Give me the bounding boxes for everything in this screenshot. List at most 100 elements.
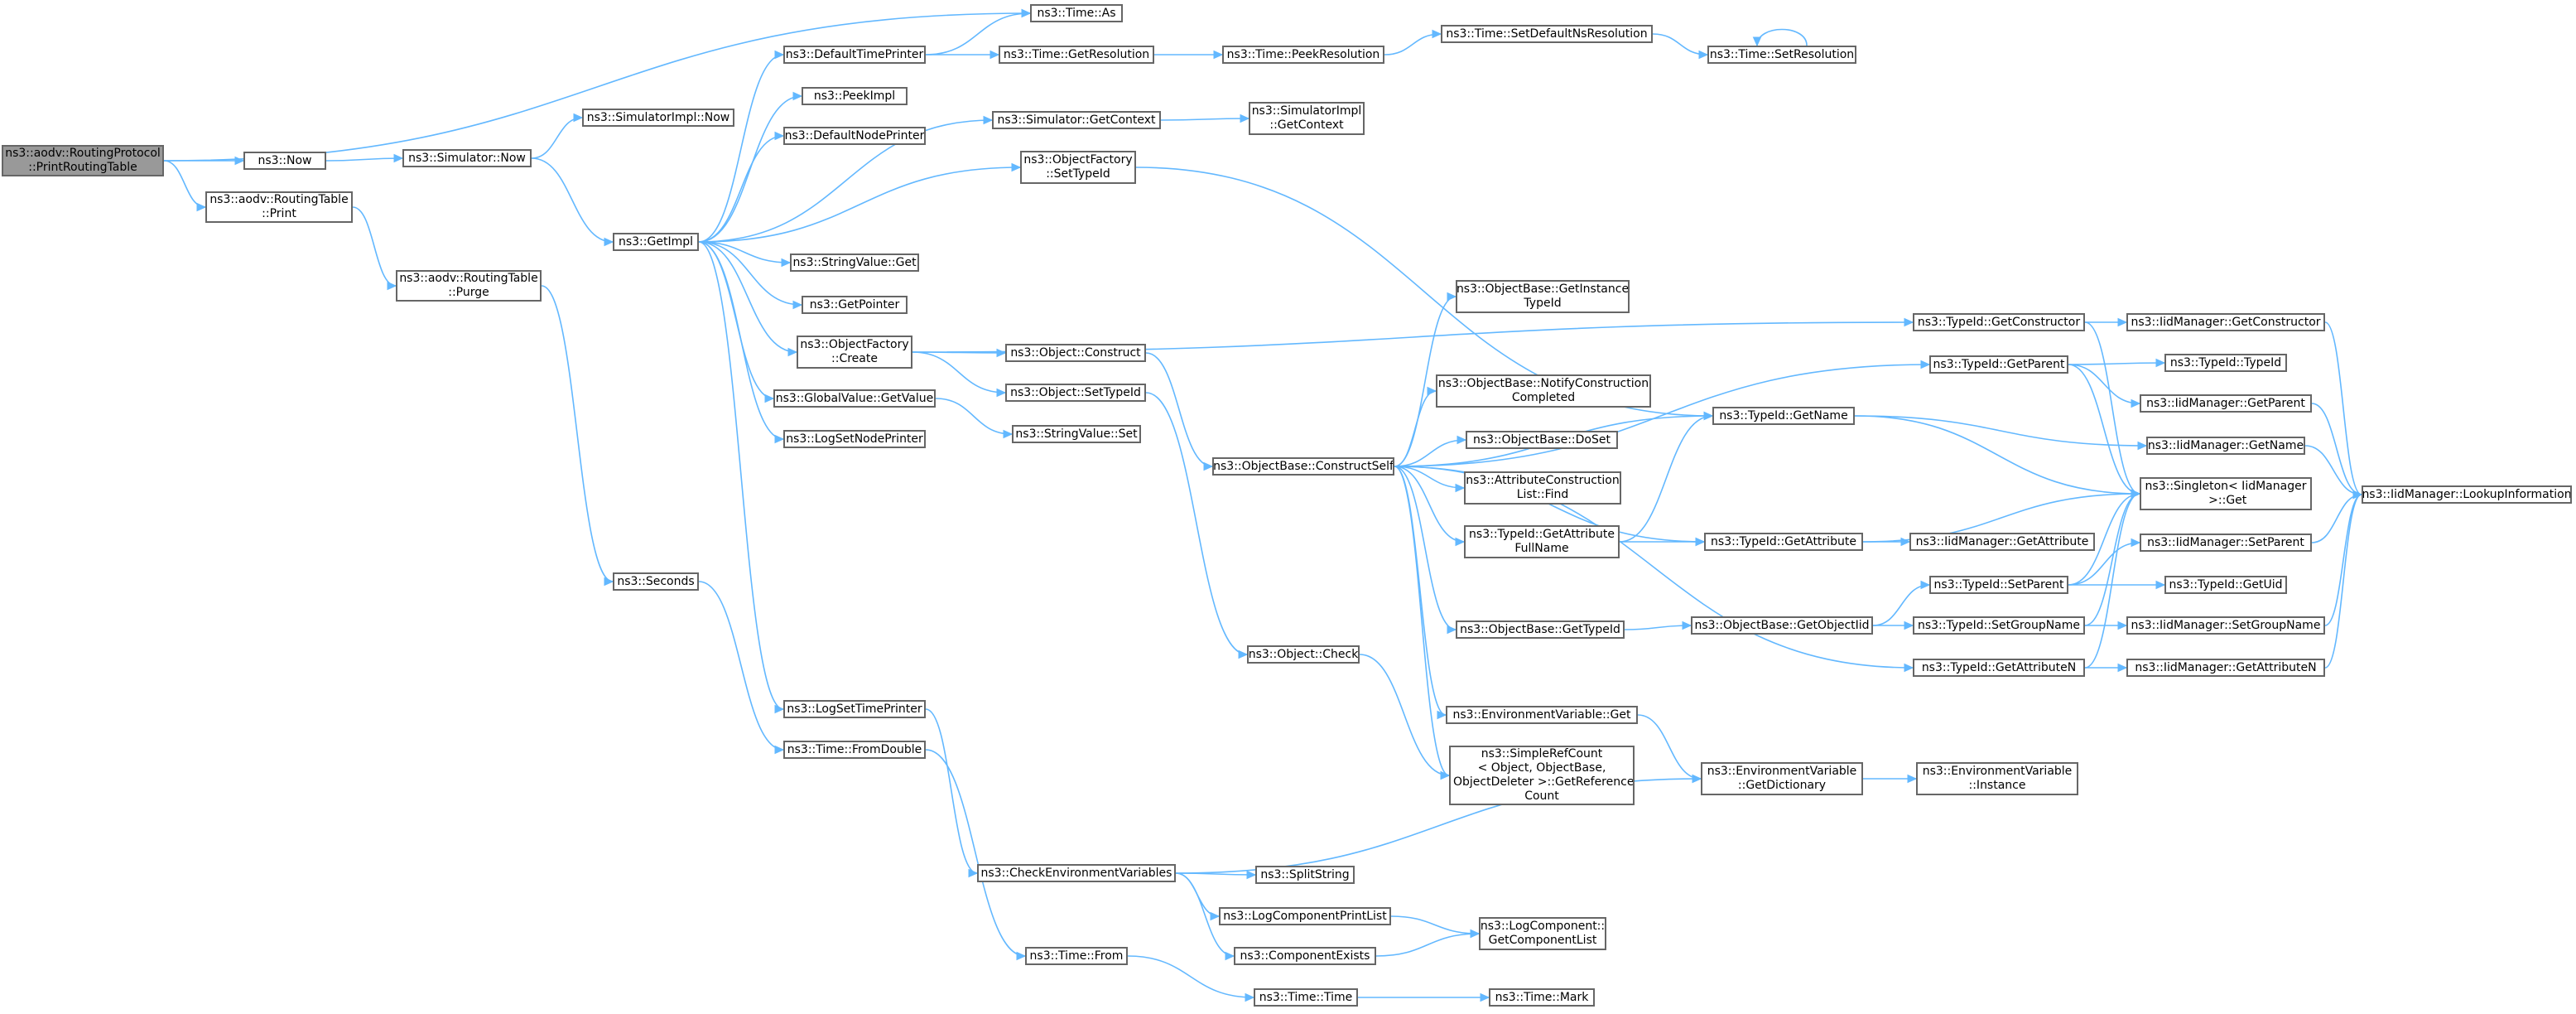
node-split-string[interactable]: ns3::SplitString xyxy=(1255,866,1355,884)
node-object-factory-set-type-id[interactable]: ns3::ObjectFactory ::SetTypeId xyxy=(1020,151,1136,184)
edge-object-factory-create-to-object-set-type-id xyxy=(912,351,1006,394)
node-iid-manager-get-constructor[interactable]: ns3::IidManager::GetConstructor xyxy=(2126,313,2325,331)
edge-simulator-get-context-to-simulator-impl-get-context xyxy=(1160,118,1249,121)
node-log-component-get-component-list[interactable]: ns3::LogComponent:: GetComponentList xyxy=(1479,917,1606,950)
node-singleton-iid-manager-get[interactable]: ns3::Singleton< IidManager >::Get xyxy=(2140,477,2312,510)
node-time-peek-resolution[interactable]: ns3::Time::PeekResolution xyxy=(1222,46,1384,64)
node-type-id-get-parent[interactable]: ns3::TypeId::GetParent xyxy=(1929,355,2068,374)
node-type-id-set-group-name[interactable]: ns3::TypeId::SetGroupName xyxy=(1913,616,2085,635)
node-type-id-get-attribute[interactable]: ns3::TypeId::GetAttribute xyxy=(1704,533,1863,551)
edge-object-base-construct-self-to-type-id-get-attribute-n-arrowhead xyxy=(1904,663,1914,673)
node-type-id-type-id[interactable]: ns3::TypeId::TypeId xyxy=(2164,354,2287,372)
edge-object-base-construct-self-to-object-base-do-set xyxy=(1394,439,1466,467)
node-environment-variable-get[interactable]: ns3::EnvironmentVariable::Get xyxy=(1446,706,1638,724)
edge-simulator-get-context-to-simulator-impl-get-context-arrowhead xyxy=(1240,113,1250,123)
node-string-value-set[interactable]: ns3::StringValue::Set xyxy=(1012,425,1141,443)
edge-type-id-get-attribute-full-name-to-type-id-get-name xyxy=(1619,415,1713,543)
node-rt-purge[interactable]: ns3::aodv::RoutingTable ::Purge xyxy=(396,270,542,302)
node-time-from-double[interactable]: ns3::Time::FromDouble xyxy=(783,741,926,759)
node-object-base-get-type-id[interactable]: ns3::ObjectBase::GetTypeId xyxy=(1456,620,1625,639)
node-time-from[interactable]: ns3::Time::From xyxy=(1025,947,1128,965)
node-now[interactable]: ns3::Now xyxy=(243,152,326,170)
node-get-pointer[interactable]: ns3::GetPointer xyxy=(802,296,908,314)
edge-rt-print-to-rt-purge-arrowhead xyxy=(387,281,397,291)
edge-log-set-time-printer-to-check-environment-variables-arrowhead xyxy=(968,868,979,878)
edge-type-id-set-parent-to-iid-manager-set-parent-box-arrowhead xyxy=(2131,538,2141,548)
node-peek-impl[interactable]: ns3::PeekImpl xyxy=(802,87,908,105)
node-simulator-get-context[interactable]: ns3::Simulator::GetContext xyxy=(992,111,1161,129)
edge-get-impl-to-default-node-printer-arrowhead xyxy=(774,131,785,141)
node-time-mark[interactable]: ns3::Time::Mark xyxy=(1489,988,1595,1007)
node-check-environment-variables[interactable]: ns3::CheckEnvironmentVariables xyxy=(977,864,1176,882)
node-simulator-impl-get-context[interactable]: ns3::SimulatorImpl ::GetContext xyxy=(1249,102,1365,135)
node-rt-print[interactable]: ns3::aodv::RoutingTable ::Print xyxy=(205,191,353,223)
node-time-as[interactable]: ns3::Time::As xyxy=(1030,4,1123,22)
edge-iid-manager-get-name-to-iid-manager-lookup-information xyxy=(2304,445,2362,495)
edge-get-impl-to-global-value-get-value-arrowhead xyxy=(764,394,775,403)
node-object-set-type-id[interactable]: ns3::Object::SetTypeId xyxy=(1005,384,1146,402)
node-type-id-get-uid[interactable]: ns3::TypeId::GetUid xyxy=(2164,576,2287,594)
edge-get-impl-to-default-time-printer xyxy=(698,54,784,243)
node-log-set-node-printer[interactable]: ns3::LogSetNodePrinter xyxy=(783,430,926,448)
node-iid-manager-get-parent[interactable]: ns3::IidManager::GetParent xyxy=(2140,394,2312,413)
node-iid-manager-set-group-name[interactable]: ns3::IidManager::SetGroupName xyxy=(2126,616,2325,635)
node-iid-manager-set-parent-box[interactable]: ns3::IidManager::SetParent xyxy=(2140,534,2312,552)
node-time-get-resolution[interactable]: ns3::Time::GetResolution xyxy=(999,46,1154,64)
edge-object-base-construct-self-to-type-id-get-parent-arrowhead xyxy=(1920,360,1931,369)
node-log-set-time-printer[interactable]: ns3::LogSetTimePrinter xyxy=(783,700,926,718)
node-default-time-printer[interactable]: ns3::DefaultTimePrinter xyxy=(783,46,926,64)
node-object-base-get-object-iid[interactable]: ns3::ObjectBase::GetObjectIid xyxy=(1691,616,1873,635)
node-iid-manager-get-attribute[interactable]: ns3::IidManager::GetAttribute xyxy=(1909,533,2095,551)
node-component-exists[interactable]: ns3::ComponentExists xyxy=(1234,947,1376,965)
node-object-check[interactable]: ns3::Object::Check xyxy=(1247,645,1360,664)
edge-get-impl-to-get-pointer xyxy=(698,241,802,306)
node-object-construct[interactable]: ns3::Object::Construct xyxy=(1005,344,1146,362)
node-type-id-set-parent[interactable]: ns3::TypeId::SetParent xyxy=(1929,576,2068,594)
edge-environment-variable-get-dictionary-to-environment-variable-instance-arrowhead xyxy=(1907,774,1918,784)
node-iid-manager-get-attribute-n[interactable]: ns3::IidManager::GetAttributeN xyxy=(2126,659,2325,677)
node-attribute-construction-list-find[interactable]: ns3::AttributeConstruction List::Find xyxy=(1464,471,1621,505)
edge-type-id-get-name-to-iid-manager-get-name-arrowhead xyxy=(2137,441,2148,451)
edge-type-id-get-name-to-singleton-iid-manager-get xyxy=(1854,415,2140,495)
edge-component-exists-to-log-component-get-component-list xyxy=(1375,933,1480,957)
node-object-base-get-instance-type-id[interactable]: ns3::ObjectBase::GetInstance TypeId xyxy=(1456,280,1630,313)
node-object-base-construct-self[interactable]: ns3::ObjectBase::ConstructSelf xyxy=(1212,457,1394,476)
node-iid-manager-get-name[interactable]: ns3::IidManager::GetName xyxy=(2146,437,2305,455)
edge-get-impl-to-object-factory-set-type-id-arrowhead xyxy=(1011,162,1022,172)
node-global-value-get-value[interactable]: ns3::GlobalValue::GetValue xyxy=(773,389,936,408)
edge-object-base-construct-self-to-type-id-get-attribute-full-name-arrowhead xyxy=(1455,537,1466,547)
edge-type-id-get-constructor-to-singleton-iid-manager-get xyxy=(2084,321,2140,495)
node-type-id-get-attribute-full-name[interactable]: ns3::TypeId::GetAttribute FullName xyxy=(1464,525,1620,558)
node-environment-variable-instance[interactable]: ns3::EnvironmentVariable ::Instance xyxy=(1916,762,2078,795)
node-simulator-impl-now[interactable]: ns3::SimulatorImpl::Now xyxy=(582,109,734,127)
node-seconds[interactable]: ns3::Seconds xyxy=(613,572,699,591)
node-environment-variable-get-dictionary[interactable]: ns3::EnvironmentVariable ::GetDictionary xyxy=(1701,762,1863,795)
node-time-set-default-ns-resolution[interactable]: ns3::Time::SetDefaultNsResolution xyxy=(1441,25,1653,43)
node-object-factory-create[interactable]: ns3::ObjectFactory ::Create xyxy=(797,336,912,369)
edge-object-construct-to-object-base-construct-self xyxy=(1145,352,1213,467)
node-simulator-now[interactable]: ns3::Simulator::Now xyxy=(402,149,532,167)
edge-object-base-get-type-id-to-object-base-get-object-iid xyxy=(1624,625,1692,630)
edge-simulator-now-to-get-impl xyxy=(531,157,614,243)
node-time-time[interactable]: ns3::Time::Time xyxy=(1254,988,1358,1007)
edge-iid-manager-get-attribute-n-to-iid-manager-lookup-information xyxy=(2324,494,2362,669)
edge-component-exists-to-log-component-get-component-list-arrowhead xyxy=(1470,929,1481,939)
node-iid-manager-lookup-information[interactable]: ns3::IidManager::LookupInformation xyxy=(2362,485,2572,504)
node-get-impl[interactable]: ns3::GetImpl xyxy=(613,233,699,251)
node-string-value-get[interactable]: ns3::StringValue::Get xyxy=(790,254,919,272)
edge-object-base-get-type-id-to-object-base-get-object-iid-arrowhead xyxy=(1682,620,1692,630)
node-simple-ref-count[interactable]: ns3::SimpleRefCount < Object, ObjectBase… xyxy=(1449,746,1635,805)
node-type-id-get-attribute-n[interactable]: ns3::TypeId::GetAttributeN xyxy=(1913,659,2085,677)
node-object-base-do-set[interactable]: ns3::ObjectBase::DoSet xyxy=(1466,431,1618,449)
node-time-set-resolution[interactable]: ns3::Time::SetResolution xyxy=(1707,46,1856,64)
node-type-id-get-name[interactable]: ns3::TypeId::GetName xyxy=(1712,407,1855,425)
node-log-component-print-list[interactable]: ns3::LogComponentPrintList xyxy=(1219,907,1391,925)
node-type-id-get-constructor[interactable]: ns3::TypeId::GetConstructor xyxy=(1913,313,2085,331)
edge-rt-purge-to-seconds-arrowhead xyxy=(604,577,614,587)
node-object-base-notify-construction-completed[interactable]: ns3::ObjectBase::NotifyConstruction Comp… xyxy=(1436,374,1651,408)
edge-now-to-simulator-now-arrowhead xyxy=(393,153,404,163)
node-print-routing-table[interactable]: ns3::aodv::RoutingProtocol ::PrintRoutin… xyxy=(2,145,164,176)
node-default-node-printer[interactable]: ns3::DefaultNodePrinter xyxy=(783,127,926,145)
edge-check-environment-variables-to-split-string-arrowhead xyxy=(1246,870,1257,880)
